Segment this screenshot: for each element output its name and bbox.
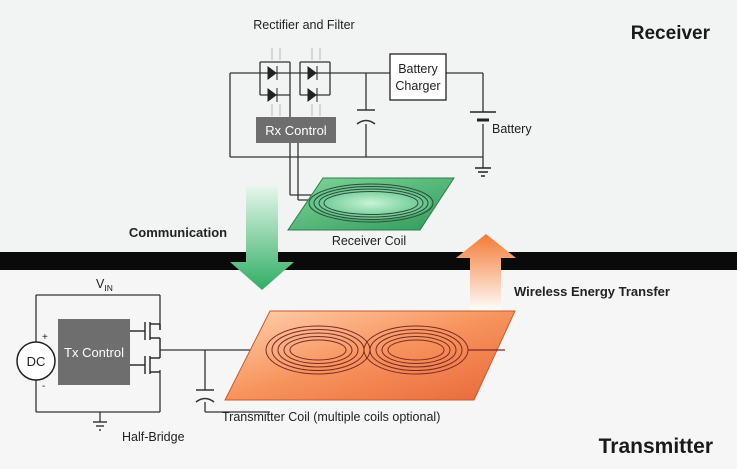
battery-charger-label-line2: Charger (395, 79, 440, 93)
receiver-ground-icon (475, 167, 491, 177)
dc-plus-sign: + (42, 332, 48, 343)
rx-control-box (256, 117, 336, 143)
filter-capacitor (356, 109, 376, 125)
communication-label: Communication (129, 225, 227, 240)
transmitter-title: Transmitter (599, 435, 713, 458)
battery-charger-box (389, 53, 447, 101)
transmitter-coil-label: Transmitter Coil (multiple coils optiona… (222, 410, 440, 424)
battery-charger-label-line1: Battery (398, 62, 438, 76)
transmitter-circuit (35, 294, 270, 422)
receiver-title: Receiver (631, 23, 711, 44)
rx-control-label: Rx Control (265, 123, 327, 138)
vin-main: V (96, 277, 105, 291)
tx-control-label: Tx Control (64, 345, 124, 360)
transmitter-coil (224, 310, 516, 401)
half-bridge-mosfets (130, 322, 161, 374)
rectifier-diodes (267, 66, 318, 102)
vin-label: VIN (96, 277, 113, 293)
rectifier-label: Rectifier and Filter (253, 18, 354, 32)
receiver-coil (287, 177, 455, 231)
energy-transfer-arrow (456, 234, 516, 312)
receiver-coil-label: Receiver Coil (332, 234, 406, 248)
section-divider (0, 252, 737, 270)
rectifier-circuit (229, 61, 484, 201)
dc-minus-sign: - (42, 381, 45, 392)
battery-label: Battery (492, 122, 532, 136)
tx-control-box (58, 319, 130, 385)
dc-label: DC (27, 354, 46, 369)
rectifier-mosfets (271, 48, 321, 116)
communication-arrow (230, 186, 294, 290)
energy-transfer-label: Wireless Energy Transfer (514, 284, 670, 299)
transmitter-ground-icon (93, 421, 107, 431)
half-bridge-label: Half-Bridge (122, 430, 185, 444)
series-capacitor (195, 389, 215, 403)
vin-subscript: IN (104, 283, 113, 293)
dc-source (16, 341, 56, 381)
battery-symbol (470, 111, 496, 122)
